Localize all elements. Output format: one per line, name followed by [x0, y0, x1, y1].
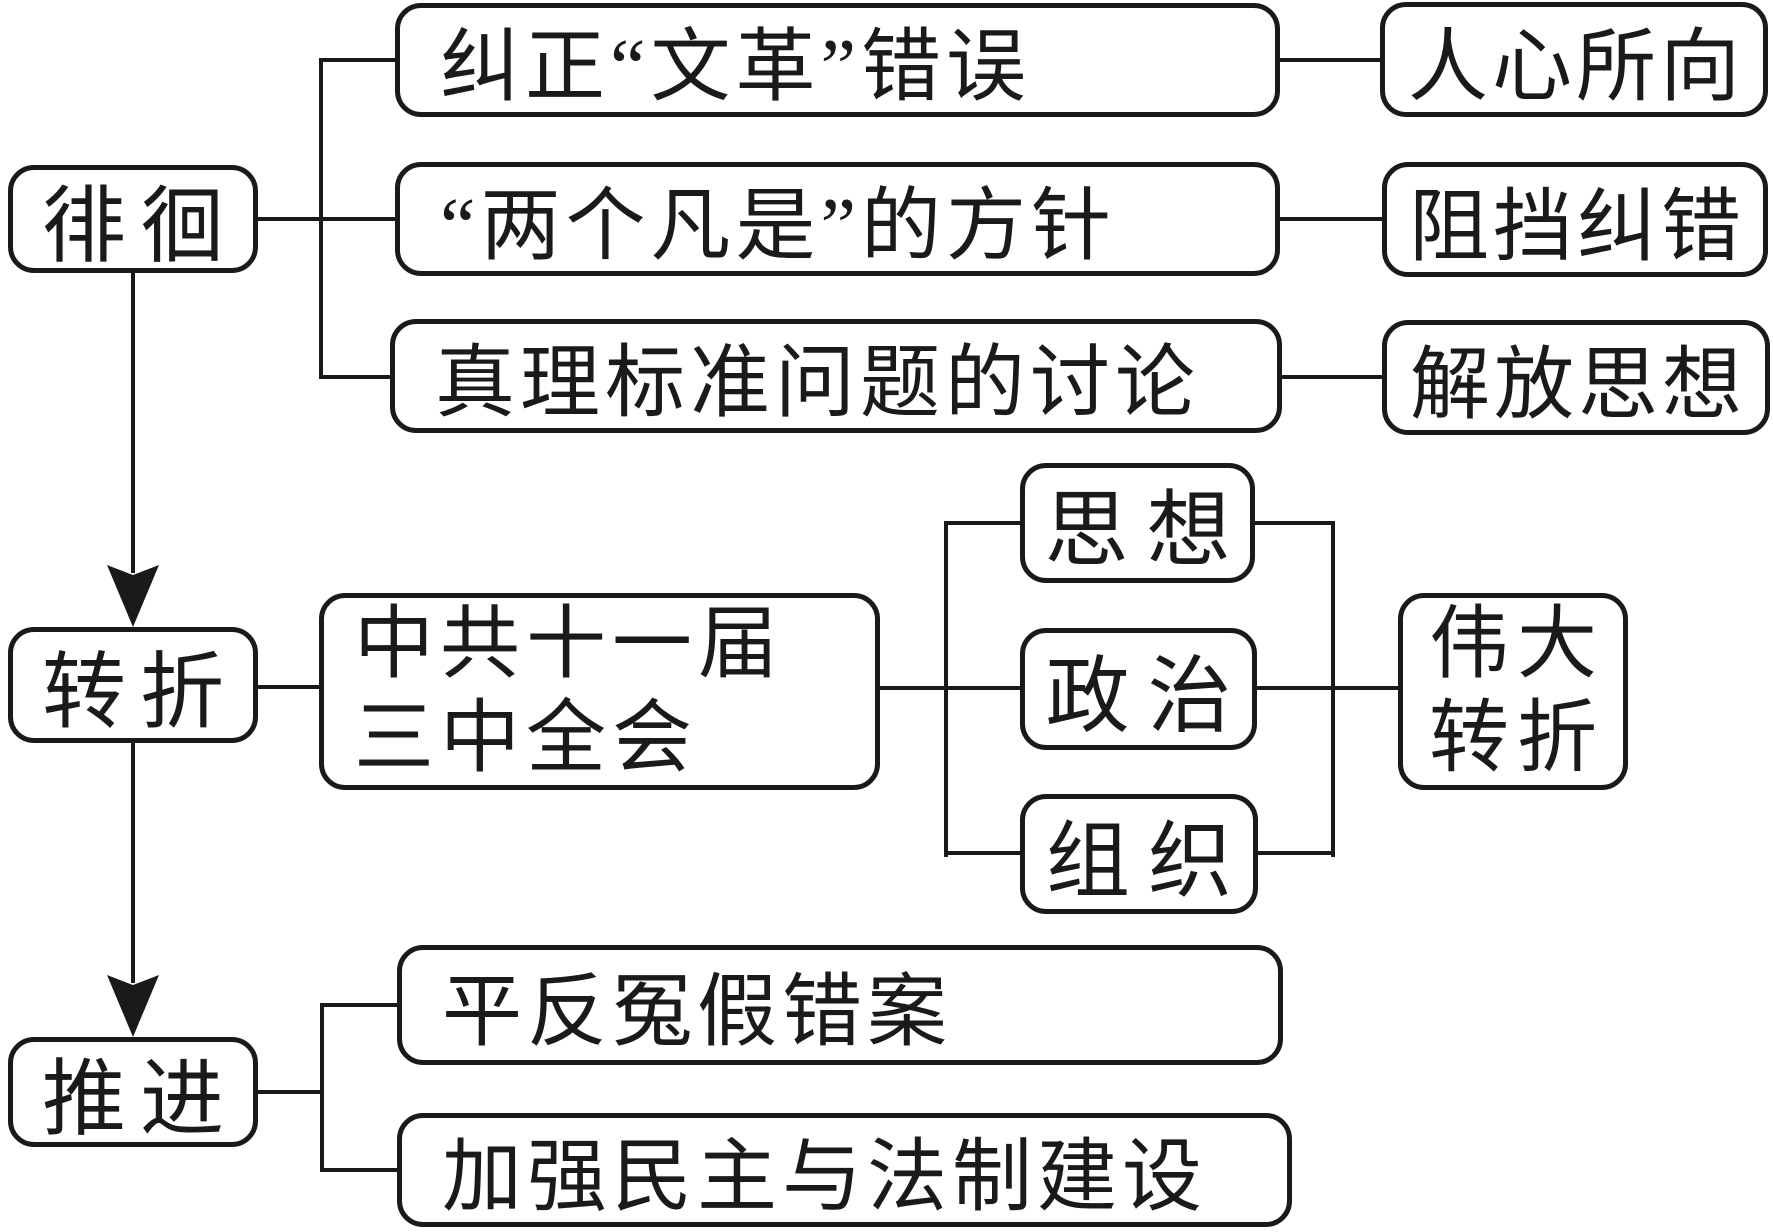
stage-box-advance: 推进 [8, 1037, 258, 1147]
stage-box-wander: 徘徊 [8, 165, 258, 273]
connector-line [944, 521, 948, 857]
connector-line [322, 1168, 397, 1172]
advance-label: 加强民主与法制建设 [442, 1134, 1207, 1222]
connector-line [258, 217, 395, 221]
connector-line [946, 851, 1020, 855]
cause-label: 纠正“文革”错误 [440, 24, 1032, 112]
effect-box-emancipate-minds: 解放思想 [1382, 320, 1770, 435]
connector-line [321, 375, 390, 379]
aspect-label: 组织 [1045, 815, 1250, 909]
stage-label: 推进 [41, 1053, 238, 1147]
stage-label: 转折 [41, 646, 238, 740]
cause-box-two-whatevers: “两个凡是”的方针 [395, 162, 1280, 276]
advance-box-redress-cases: 平反冤假错案 [397, 945, 1283, 1065]
effect-box-popular-will: 人心所向 [1380, 2, 1768, 117]
effect-label: 阻挡纠错 [1409, 183, 1745, 272]
arrow-shaft [131, 743, 135, 983]
meeting-label-line1: 中共十一届 [354, 600, 784, 689]
cause-box-correct-errors: 纠正“文革”错误 [395, 3, 1280, 117]
connector-line [946, 521, 1020, 525]
connector-line [1280, 217, 1382, 221]
connector-line [319, 58, 323, 379]
connector-line [1331, 521, 1335, 857]
connector-line [1257, 686, 1398, 690]
aspect-box-ideology: 思想 [1020, 463, 1255, 583]
stage-box-turning: 转折 [8, 627, 258, 743]
connector-line [1258, 851, 1333, 855]
connector-line [321, 58, 395, 62]
effect-label: 解放思想 [1410, 341, 1746, 430]
connector-line [1255, 521, 1333, 525]
connector-line [1280, 58, 1380, 62]
cause-label: “两个凡是”的方针 [440, 183, 1117, 271]
connector-line [322, 1003, 397, 1007]
aspect-label: 政治 [1045, 650, 1250, 744]
connector-line [258, 685, 319, 689]
meeting-box-third-plenary-session: 中共十一届 三中全会 [319, 593, 880, 790]
effect-box-block-correction: 阻挡纠错 [1382, 162, 1768, 277]
aspect-label: 思想 [1044, 484, 1249, 578]
cause-label: 真理标准问题的讨论 [435, 340, 1200, 428]
aspect-box-politics: 政治 [1020, 628, 1257, 750]
aspect-box-organization: 组织 [1020, 794, 1258, 914]
advance-box-democracy-legal-system: 加强民主与法制建设 [397, 1113, 1292, 1227]
result-label-line1: 伟大 [1429, 600, 1605, 689]
connector-line [258, 1090, 322, 1094]
cause-box-truth-criterion-discussion: 真理标准问题的讨论 [390, 319, 1282, 433]
stage-label: 徘徊 [41, 180, 238, 273]
down-arrow-icon [107, 565, 159, 627]
connector-line [1282, 375, 1382, 379]
advance-label: 平反冤假错案 [442, 969, 952, 1057]
connector-line [320, 1003, 324, 1172]
result-label-line2: 转折 [1429, 694, 1605, 783]
result-box-great-turning-point: 伟大 转折 [1398, 593, 1628, 790]
arrow-shaft [131, 273, 135, 573]
down-arrow-icon [107, 975, 159, 1037]
effect-label: 人心所向 [1408, 23, 1744, 112]
meeting-label-line2: 三中全会 [354, 694, 698, 783]
connector-line [880, 686, 1020, 690]
